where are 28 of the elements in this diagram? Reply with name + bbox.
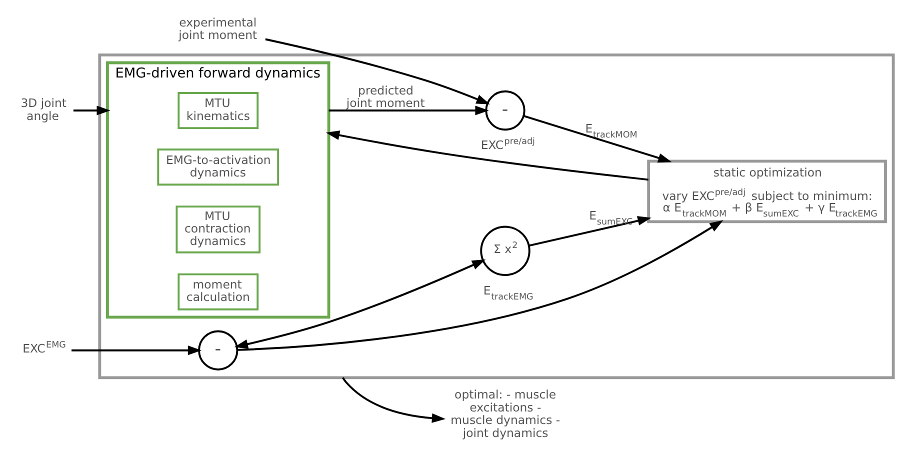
edge-label: E$_{trackEMG}$ (483, 283, 534, 302)
arrow (528, 216, 652, 247)
node-box: MTU contraction dynamics (176, 206, 261, 254)
node-text: optimal: - muscle excitations - muscle dynamics - joint dynamics (450, 388, 560, 440)
node-text: EXC$^{EMG}$ (22, 340, 66, 356)
node-text: 3D joint angle (20, 96, 66, 123)
arrow (234, 259, 486, 349)
arrow (73, 106, 110, 116)
arrow (342, 377, 446, 423)
arrow (524, 115, 672, 163)
node-circle: - (485, 90, 526, 131)
node-circle: Σ x$^{2}$ (480, 226, 530, 276)
cluster (98, 53, 895, 380)
edge-label: predicted joint moment (346, 84, 425, 110)
arrow (72, 346, 202, 356)
edge-label: EXC$^{pre/adj}$ (480, 137, 535, 152)
node-box: MTU kinematics (178, 92, 259, 130)
arrow (265, 38, 490, 104)
arrow (326, 130, 648, 181)
node-box: static optimization vary EXC$^{pre/adj}$ subject to minimum: α E$_{trackMOM}$ + β E$_{sumEXC}$ + γ E$_{trackEMG}$ (647, 160, 887, 224)
arrow (238, 220, 724, 351)
node-box: moment calculation (178, 273, 259, 310)
edge-label: E$_{trackMOM}$ (585, 122, 638, 141)
node-box: EMG-to-activation dynamics (157, 148, 280, 186)
node-text: experimental joint moment (178, 15, 258, 42)
node-circle: - (198, 330, 238, 370)
edge-label: E$_{sumEXC}$ (589, 208, 633, 228)
arrow (328, 106, 489, 116)
